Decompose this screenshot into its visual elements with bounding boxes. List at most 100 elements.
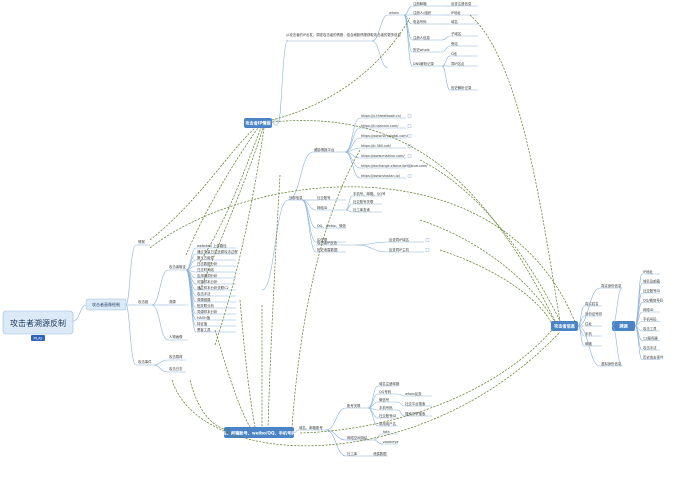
right-info-item: 住址 <box>585 321 592 326</box>
whois-sub-item: 同IP站点 <box>451 61 465 66</box>
bottom-right-item: whois反查 <box>405 391 422 396</box>
top-note: 从攻击者的IP出发，调查攻击者的情报，结合威胁情报获取攻击者的更多信息 <box>286 32 402 37</box>
bottom-item: QQ号码 <box>379 389 392 394</box>
bottom-group2-label: 网络空间测绘 <box>347 435 368 440</box>
bottom-item: 常用用户名 <box>379 421 396 426</box>
mid-group2-item: 反查同IP主机 <box>389 247 410 252</box>
level1-label: 攻击者画像绘制 <box>92 301 120 307</box>
right-connector-top: 真实身份信息 <box>601 283 622 288</box>
level1-node[interactable]: 攻击者画像绘制 <box>85 298 127 311</box>
mid-item: QQ、weibo、微信 <box>317 223 347 228</box>
whois-item: 注册人/组织 <box>413 10 432 15</box>
ip-tree: whois注册邮箱注册人/组织电话号码注册人信息历史whoisDNS解析记录反查… <box>388 1 478 91</box>
left-item: 可疑样本分析 <box>197 279 218 284</box>
bottom-item: 社交账号ID <box>379 413 397 418</box>
branch-intel: 情报 <box>138 239 145 244</box>
root-node[interactable]: 攻击者溯源反制 PILAS <box>2 310 74 341</box>
far-right-item: 域名及邮箱 <box>643 278 661 283</box>
node-domain-account[interactable]: 域名、邮箱账号、weibo/QQ、手机号码等 <box>218 427 300 438</box>
left-item: 通过样本分析关联C2 <box>197 285 229 290</box>
bottom-group2-item: zoomeye <box>383 440 398 444</box>
far-right-item: 攻击工具 <box>643 326 657 331</box>
link-item: https://www.shodan.io/ <box>361 174 401 178</box>
node-trace[interactable]: 溯源 <box>612 321 635 331</box>
left-item: 应用漏洞分析 <box>197 273 218 278</box>
far-right-item: 攻击手法 <box>643 345 657 350</box>
right-info-item: 手机 <box>585 331 592 336</box>
far-right-item: 网络ID <box>643 307 654 312</box>
bottom-group3-label: 社工库 <box>347 451 358 456</box>
link-item: https://exchange.xforce.ibmcloud.com/ <box>361 164 428 168</box>
bottom-section-label: 账号关联 <box>347 403 361 408</box>
right-info-item: 身份证号码 <box>585 311 603 316</box>
root-tag: PILAS <box>34 337 43 341</box>
link-icon[interactable] <box>407 154 412 158</box>
link-item: https://x.threatbook.cn/ <box>361 114 402 118</box>
bottom-label: 域名、邮箱账号 <box>299 425 323 430</box>
left-item: 特征值 <box>197 321 208 326</box>
whois-item: 注册人信息 <box>413 35 431 40</box>
link-item: https://www.maldun.com/ <box>361 154 405 158</box>
left-item: 第三方组件 <box>197 255 215 260</box>
link-icon[interactable] <box>407 174 412 178</box>
link-item: https://ti.360.net/ <box>361 144 392 148</box>
left-item: 通过流量日志还原攻击过程 <box>197 249 238 254</box>
link-item: https://ti.qianxin.com/ <box>361 124 399 128</box>
whois-sub-item: 子域名 <box>451 31 461 36</box>
branch-logs: 攻击日志 <box>169 366 183 371</box>
bottom-group: 域名、邮箱账号账号关联域名注册邮箱QQ号码微信号手机号码社交账号ID常用用户名w… <box>293 381 432 457</box>
link-item: https://www.virustotal.com/ <box>361 134 409 138</box>
node-trace-label: 溯源 <box>619 323 628 330</box>
node-attacker-ip[interactable]: 攻击者IP情报 <box>244 118 279 128</box>
branch-trace: 溯源 <box>169 299 176 304</box>
far-right-item: QQ/微信号码 <box>643 297 664 302</box>
branch-profile: 人物画像 <box>169 334 183 339</box>
mid-item: ID关联 <box>317 237 328 242</box>
link-icon[interactable] <box>407 134 412 138</box>
bottom-group2-item: fofa <box>383 430 390 434</box>
node-attacker-ip-label: 攻击者IP情报 <box>245 120 271 127</box>
left-item: 溯源链路 <box>197 297 211 302</box>
whois-sub-item: 反查注册信息 <box>451 1 472 6</box>
links-label: 威胁情报平台 <box>314 147 335 152</box>
whois-item: DNS解析记录 <box>413 61 434 66</box>
link-icon[interactable] <box>425 248 430 252</box>
branch-forensics: 攻击者取证 <box>169 264 187 269</box>
right-info-item: 邮箱 <box>585 341 592 346</box>
bottom-right-item: 社交平台搜索 <box>405 401 426 406</box>
link-icon[interactable] <box>407 114 412 118</box>
far-right-item: C2服务器 <box>643 335 658 340</box>
right-connector-bottom: 虚拟身份信息 <box>601 361 622 366</box>
relation-lines <box>149 14 576 447</box>
bottom-item: 手机号码 <box>379 405 393 410</box>
left-item: 日志数据分析 <box>197 261 218 266</box>
bottom-group3-item: 泄露数据 <box>373 451 387 456</box>
whois-sub-item: 旁站 <box>451 41 458 46</box>
link-icon[interactable] <box>407 124 412 128</box>
far-right-item: 手机号码 <box>643 316 657 321</box>
mid-group2-label: 攻击者IP反查 <box>317 240 338 245</box>
branch-attack-chain: 攻击链 <box>138 299 149 304</box>
link-icon[interactable] <box>425 238 430 242</box>
whois-sub-item: C段 <box>451 51 457 56</box>
link-icon[interactable] <box>407 144 412 148</box>
mid-item: 社交账号 <box>317 195 331 200</box>
link-group: 威胁情报平台 https://x.threatbook.cn/https://ti… <box>287 114 428 201</box>
link-icon[interactable] <box>407 164 412 168</box>
mid-sub-item: 社交账号关联 <box>353 199 374 204</box>
whois-sub-item: IP地址 <box>451 10 461 15</box>
node-attacker-info[interactable]: 攻击者信息 <box>551 321 578 331</box>
mid-group2-item: 反查同IP域名 <box>389 237 409 242</box>
mid-sub-item: 社工库查询 <box>353 207 371 212</box>
right-group: 真实姓名身份证号码住址手机邮箱真实身份信息虚拟身份信息IP地址域名及邮箱社交账号… <box>577 269 664 367</box>
far-right-item: IP地址 <box>643 269 653 274</box>
whois-sub-item: 历史解析记录 <box>451 85 472 90</box>
left-item: 攻击手法 <box>197 291 211 296</box>
far-right-item: 社交账号ID <box>643 288 661 293</box>
whois-sub-item: 域名 <box>451 19 458 24</box>
whois-item: 注册邮箱 <box>413 1 427 6</box>
bottom-item: 域名注册邮箱 <box>379 381 400 386</box>
mid-sub-item: 手机号、邮箱、QQ号 <box>353 191 386 196</box>
whois-item: 电话号码 <box>413 19 427 24</box>
whois-label: whois <box>389 11 399 15</box>
